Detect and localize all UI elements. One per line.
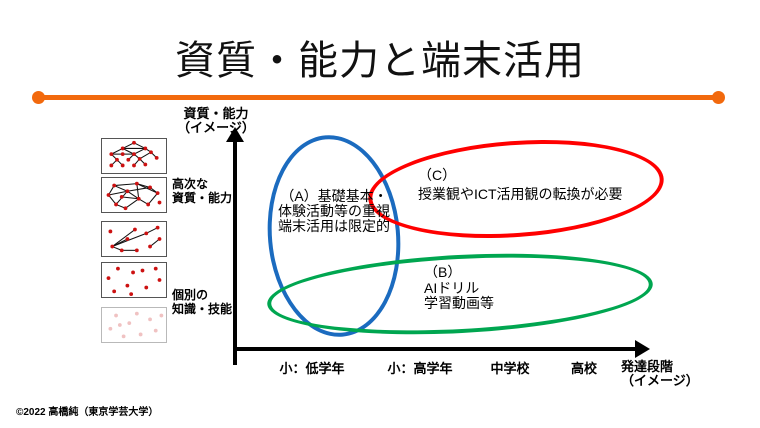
diagram-faint-isolated-dots: [101, 307, 167, 343]
divider-line: [38, 95, 718, 100]
x-axis-arrowhead-icon: [635, 340, 650, 358]
faint-isolated-dots-image: [108, 311, 164, 339]
ellipse-b-line1: （B）: [424, 264, 462, 280]
label-individual-line2: 知識・技能: [172, 302, 233, 316]
network-diagram-sparse: [101, 221, 167, 257]
divider-endpoint-right: [712, 91, 725, 104]
slide-title: 資質・能力と端末活用: [175, 39, 585, 83]
x-axis-label: 発達段階 （イメージ）: [621, 360, 699, 388]
network-diagram-dense-random: [101, 177, 167, 213]
x-axis-label-line1: 発達段階: [621, 359, 674, 374]
y-axis-line: [233, 140, 237, 365]
ellipse-c-line2: 授業観やICT活用観の転換が必要: [418, 186, 623, 202]
label-individual-line1: 個別の: [172, 288, 209, 302]
ellipse-a-text: （A）基礎基本・ 体験活動等の重視 端末活用は限定的: [262, 189, 406, 234]
ellipse-a-line3: 端末活用は限定的: [278, 218, 390, 234]
ellipse-a-line2: 体験活動等の重視: [278, 203, 390, 219]
x-axis-line: [233, 347, 637, 351]
network-diagram-dense-structured: [101, 138, 167, 174]
x-tick-high-school: 高校: [570, 361, 598, 376]
x-tick-elementary-upper: 小：高学年: [387, 361, 453, 376]
y-axis-label-line1: 資質・能力: [183, 106, 249, 121]
label-high-order-line2: 資質・能力: [172, 191, 233, 205]
ellipse-c-line1: （C）: [418, 167, 457, 183]
sparse-network-image: [108, 225, 162, 253]
x-axis-label-line2: （イメージ）: [621, 373, 699, 388]
dense-random-network-image: [106, 181, 162, 211]
y-axis-arrowhead-icon: [226, 127, 244, 142]
divider-endpoint-left: [32, 91, 45, 104]
isolated-dots-image: [106, 266, 162, 297]
diagram-isolated-dots: [101, 262, 167, 298]
dense-structured-network-image: [109, 140, 159, 168]
x-tick-elementary-lower: 小：低学年: [279, 361, 345, 376]
y-axis-label-line2: （イメージ）: [177, 120, 255, 135]
label-high-order-line1: 高次な: [172, 177, 209, 191]
copyright-text: ©2022 高橋純（東京学芸大学）: [16, 407, 159, 418]
ellipse-b-line2: AIドリル: [424, 279, 480, 296]
label-high-order-skills: 高次な 資質・能力: [172, 177, 232, 205]
ellipse-a-line1: （A）基礎基本・: [280, 188, 388, 204]
ellipse-b-text: （B） AIドリル 学習動画等: [424, 264, 494, 312]
label-individual-knowledge: 個別の 知識・技能: [172, 288, 232, 316]
y-axis-label: 資質・能力 （イメージ）: [170, 107, 262, 135]
ellipse-b-line3: 学習動画等: [424, 295, 494, 311]
ellipse-c-text: （C） 授業観やICT活用観の転換が必要: [418, 166, 623, 204]
x-tick-junior-high: 中学校: [490, 361, 530, 376]
